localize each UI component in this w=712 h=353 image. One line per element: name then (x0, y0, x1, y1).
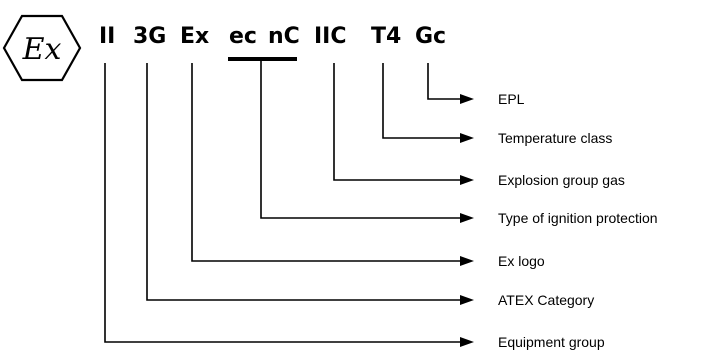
labels: EPL Temperature class Explosion group ga… (498, 91, 658, 350)
marking-temperature-class: T4 (371, 24, 401, 49)
arrowhead-equipment-group (460, 337, 474, 347)
arrowhead-ex-logo (460, 256, 474, 266)
leader-line-temperature-class (382, 63, 462, 139)
arrowhead-atex-category (460, 295, 474, 305)
label-temperature-class: Temperature class (498, 130, 612, 146)
label-epl: EPL (498, 91, 525, 107)
leader-line-explosion-group (333, 63, 462, 181)
label-explosion-group: Explosion group gas (498, 172, 625, 188)
label-type-of-protection: Type of ignition protection (498, 210, 658, 226)
arrowhead-explosion-group (460, 175, 474, 185)
arrowhead-type-of-protection (460, 213, 474, 223)
leader-line-equipment-group (104, 63, 462, 343)
label-ex-logo: Ex logo (498, 253, 545, 269)
marking-type-nc: nC (268, 24, 300, 49)
arrowhead-epl (460, 94, 474, 104)
marking-type-ec: ec (229, 24, 257, 49)
ex-hexagon-icon: Ex (2, 14, 82, 82)
leader-line-epl (427, 63, 462, 100)
label-atex-category: ATEX Category (498, 292, 594, 308)
leader-line-ex-logo (191, 63, 462, 262)
arrowhead-temperature-class (460, 133, 474, 143)
leader-lines (104, 59, 474, 347)
ex-symbol-letters: Ex (22, 32, 62, 67)
marking-ex-logo: Ex (180, 24, 209, 49)
leader-line-type-of-protection (260, 59, 462, 219)
marking-string: II 3G Ex ec nC IIC T4 Gc (99, 24, 446, 49)
marking-atex-category: 3G (133, 24, 166, 49)
leader-line-atex-category (146, 63, 462, 301)
marking-epl: Gc (415, 24, 446, 49)
label-equipment-group: Equipment group (498, 334, 605, 350)
marking-equipment-group: II (99, 24, 115, 49)
marking-explosion-group: IIC (314, 24, 347, 49)
